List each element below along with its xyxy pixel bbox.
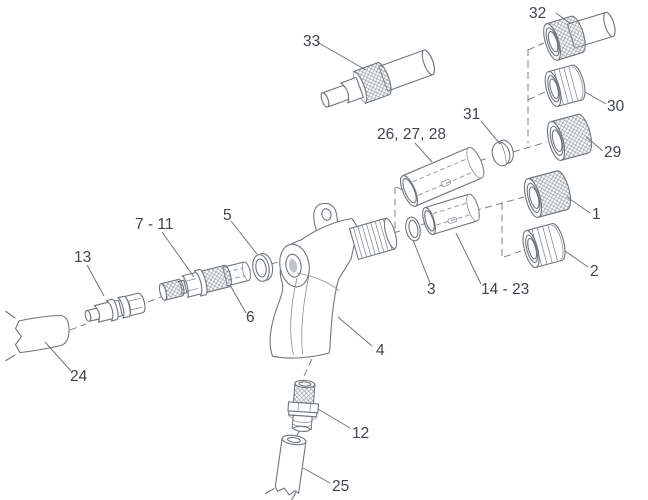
part-29-knurled-nut [546, 113, 593, 161]
part-5-nut [252, 252, 274, 282]
part-25-tube [264, 434, 307, 500]
gun-threaded-outlet [348, 217, 398, 261]
part-2-collar-nut [522, 223, 566, 268]
part-label-4: 4 [376, 342, 385, 359]
part-label-7-11: 7 - 11 [135, 216, 174, 233]
leader-lines [44, 12, 607, 484]
part-31-disc [491, 139, 514, 167]
part-label-6: 6 [246, 309, 255, 326]
part-3-o-ring [405, 216, 421, 242]
part-label-2: 2 [590, 263, 599, 280]
part-label-30: 30 [607, 98, 625, 115]
part-label-26-28: 26, 27, 28 [377, 126, 446, 143]
part-26-28-nozzle-tube [399, 146, 485, 207]
part-30-collar-nut [544, 64, 586, 108]
part-label-24: 24 [70, 368, 88, 385]
gun-inlet-boss [279, 243, 310, 288]
part-label-25: 25 [332, 478, 349, 495]
part-label-31: 31 [463, 106, 480, 123]
part-13-coupler-plug [84, 292, 146, 323]
part-12-hose-nipple [287, 379, 320, 432]
part-label-1: 1 [592, 206, 601, 223]
part-label-3: 3 [427, 281, 436, 298]
part-4-gun-body [269, 202, 398, 359]
part-14-23-nozzle-sleeve [422, 193, 480, 236]
part-32-cap-nut-with-tube [543, 11, 616, 61]
part-label-32: 32 [529, 5, 546, 22]
part-24-hose-stub [5, 310, 70, 362]
part-labels: 33 32 30 29 31 26, 27, 28 1 2 5 7 - 11 1… [70, 5, 625, 495]
part-label-29: 29 [604, 144, 621, 161]
part-label-14-23: 14 - 23 [481, 281, 529, 298]
part-33-nozzle-assembly [320, 49, 436, 108]
part-label-13: 13 [74, 249, 91, 266]
part-7-11-valve-assembly [158, 261, 252, 301]
part-label-12: 12 [352, 425, 369, 442]
part-label-33: 33 [303, 33, 320, 50]
part-1-knurled-nut [523, 170, 572, 218]
part-label-5: 5 [223, 207, 232, 224]
